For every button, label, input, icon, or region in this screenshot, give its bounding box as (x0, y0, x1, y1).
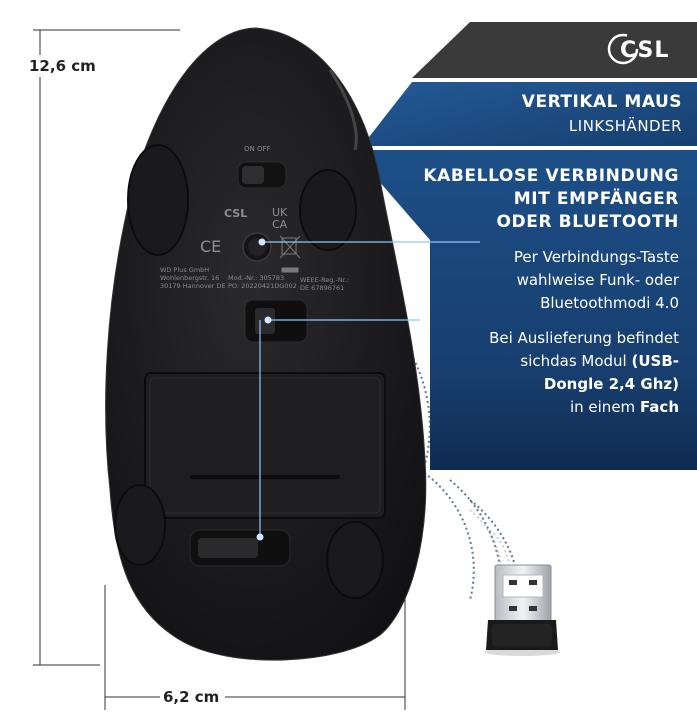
feature-text-3: Bluetoothmodi 4.0 (540, 294, 679, 312)
feature-text-4: Bei Auslieferung befindet (489, 329, 679, 347)
width-label: 6,2 cm (163, 688, 220, 706)
feature-text-1: Per Verbindungs-Taste (513, 248, 679, 266)
feature-text-7b: Fach (639, 398, 679, 416)
mouse-model-1: Mod.-Nr.: 305783 (228, 274, 285, 282)
feature-text-6b: Dongle 2,4 Ghz) (543, 375, 679, 393)
mouse-manufacturer-3: 30179 Hannover DE (160, 282, 226, 290)
mouse-ce: CE (200, 237, 222, 256)
mouse-manufacturer-2: Wohlenbergstr. 16 (160, 274, 220, 282)
feature-text-7a: in einem (569, 398, 640, 416)
feature-heading-3: ODER BLUETOOTH (496, 212, 679, 232)
feature-text-2: wahlweise Funk- oder (516, 271, 679, 289)
feature-text-5: sichdas Modul (USB- (380, 350, 679, 373)
mouse-manufacturer-1: WD Plus GmbH (160, 266, 210, 274)
mouse-weee-1: WEEE-Reg.-Nr.: (300, 276, 350, 284)
mouse-csl-logo: CSL (224, 207, 248, 220)
feature-text-6: Dongle 2,4 Ghz) (380, 373, 679, 396)
feature-heading-2: MIT EMPFÄNGER (513, 189, 679, 209)
product-title-panel: VERTIKAL MAUS LINKSHÄNDER (420, 92, 682, 135)
csl-logo: CSL (606, 30, 686, 68)
height-label: 12,6 cm (25, 55, 100, 77)
mouse-model-2: PO: 20220421DG002 (228, 282, 297, 290)
mouse-weee-2: DE 67896761 (300, 284, 345, 292)
feature-text-7: in einem Fach (380, 396, 679, 419)
feature-text-5b: (USB- (631, 352, 680, 370)
csl-logo-text: CSL (620, 38, 670, 63)
csl-logo-icon (607, 33, 639, 65)
feature-panel: KABELLOSE VERBINDUNG MIT EMPFÄNGER ODER … (380, 165, 679, 419)
mouse-ukca: UK CA (272, 206, 288, 231)
mouse-switch-label: ON OFF (244, 145, 271, 153)
product-title: VERTIKAL MAUS (521, 92, 682, 112)
feature-heading-1: KABELLOSE VERBINDUNG (423, 166, 679, 186)
product-subtitle: LINKSHÄNDER (568, 117, 682, 135)
feature-text-5a: sichdas Modul (520, 352, 632, 370)
